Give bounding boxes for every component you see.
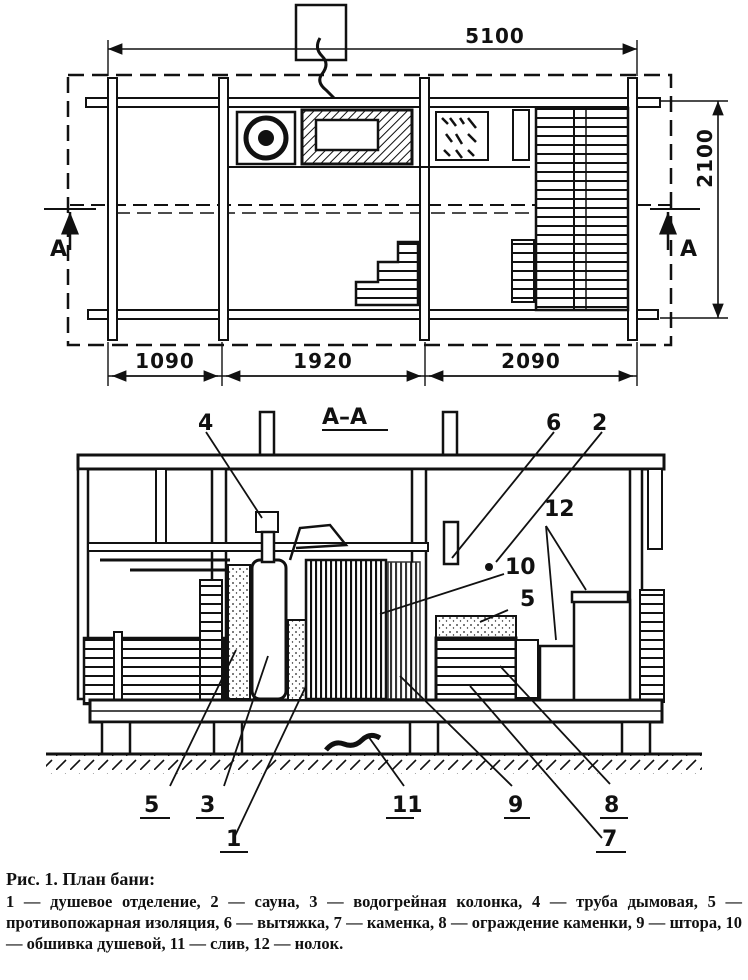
- callout-6: 6: [546, 411, 561, 436]
- post: [107, 77, 118, 341]
- figure-caption: Рис. 1. План бани: 1 — душевое отделение…: [6, 868, 742, 954]
- callout-9: 9: [508, 793, 523, 818]
- callout-8: 8: [604, 793, 619, 818]
- callout-4: 4: [198, 411, 213, 436]
- ground: [46, 754, 702, 774]
- section-view: А–А: [46, 405, 702, 853]
- callout-5-right: 5: [520, 587, 535, 612]
- post: [627, 77, 638, 341]
- callout-11: 11: [392, 793, 423, 818]
- upper-shelf: [572, 598, 632, 702]
- dimension-segment-2: 1920: [293, 349, 353, 373]
- callout-5-left: 5: [144, 793, 159, 818]
- post: [218, 77, 229, 341]
- top-beam: [85, 97, 661, 108]
- chimney-box: [294, 3, 348, 62]
- dimension-depth: 2100: [693, 128, 717, 188]
- stove-guard: [515, 639, 539, 699]
- lower-shelf: [538, 644, 576, 702]
- stove: [434, 636, 518, 702]
- shower-sheathing: [304, 558, 388, 701]
- callout-2: 2: [592, 411, 607, 436]
- bottom-beam: [87, 309, 659, 320]
- callout-1: 1: [226, 827, 241, 852]
- drain-pipe: [324, 732, 382, 752]
- dimension-segment-3: 2090: [501, 349, 561, 373]
- callout-3: 3: [200, 793, 215, 818]
- dimension-total-width: 5100: [465, 24, 525, 48]
- dimension-segment-1: 1090: [135, 349, 195, 373]
- roof-beam: [76, 453, 666, 471]
- section-title: А–А: [322, 405, 367, 430]
- sauna-shelf-plan: [534, 106, 630, 312]
- fire-insulation: [227, 564, 251, 700]
- callout-12: 12: [544, 497, 575, 522]
- stove-insulation: [435, 615, 517, 639]
- bathhouse-drawing: 5100 2100 1090 1920 2090 А А А–А: [44, 3, 728, 853]
- water-heater: [250, 558, 288, 701]
- callout-7: 7: [602, 827, 617, 852]
- vent-pipe: [258, 410, 276, 458]
- section-marker-right: А: [680, 237, 697, 262]
- exhaust-vent: [442, 520, 460, 566]
- vent-pipe: [441, 410, 459, 458]
- steps-plan: [354, 240, 420, 307]
- caption-title: Рис. 1. План бани:: [6, 869, 156, 889]
- post: [419, 77, 430, 341]
- callout-10: 10: [505, 555, 536, 580]
- caption-legend: 1 — душевое отделение, 2 — сауна, 3 — во…: [6, 892, 742, 953]
- section-marker-left: А: [50, 237, 67, 262]
- curtain: [387, 561, 421, 700]
- plan-view: 5100 2100 1090 1920 2090 А А: [44, 3, 728, 386]
